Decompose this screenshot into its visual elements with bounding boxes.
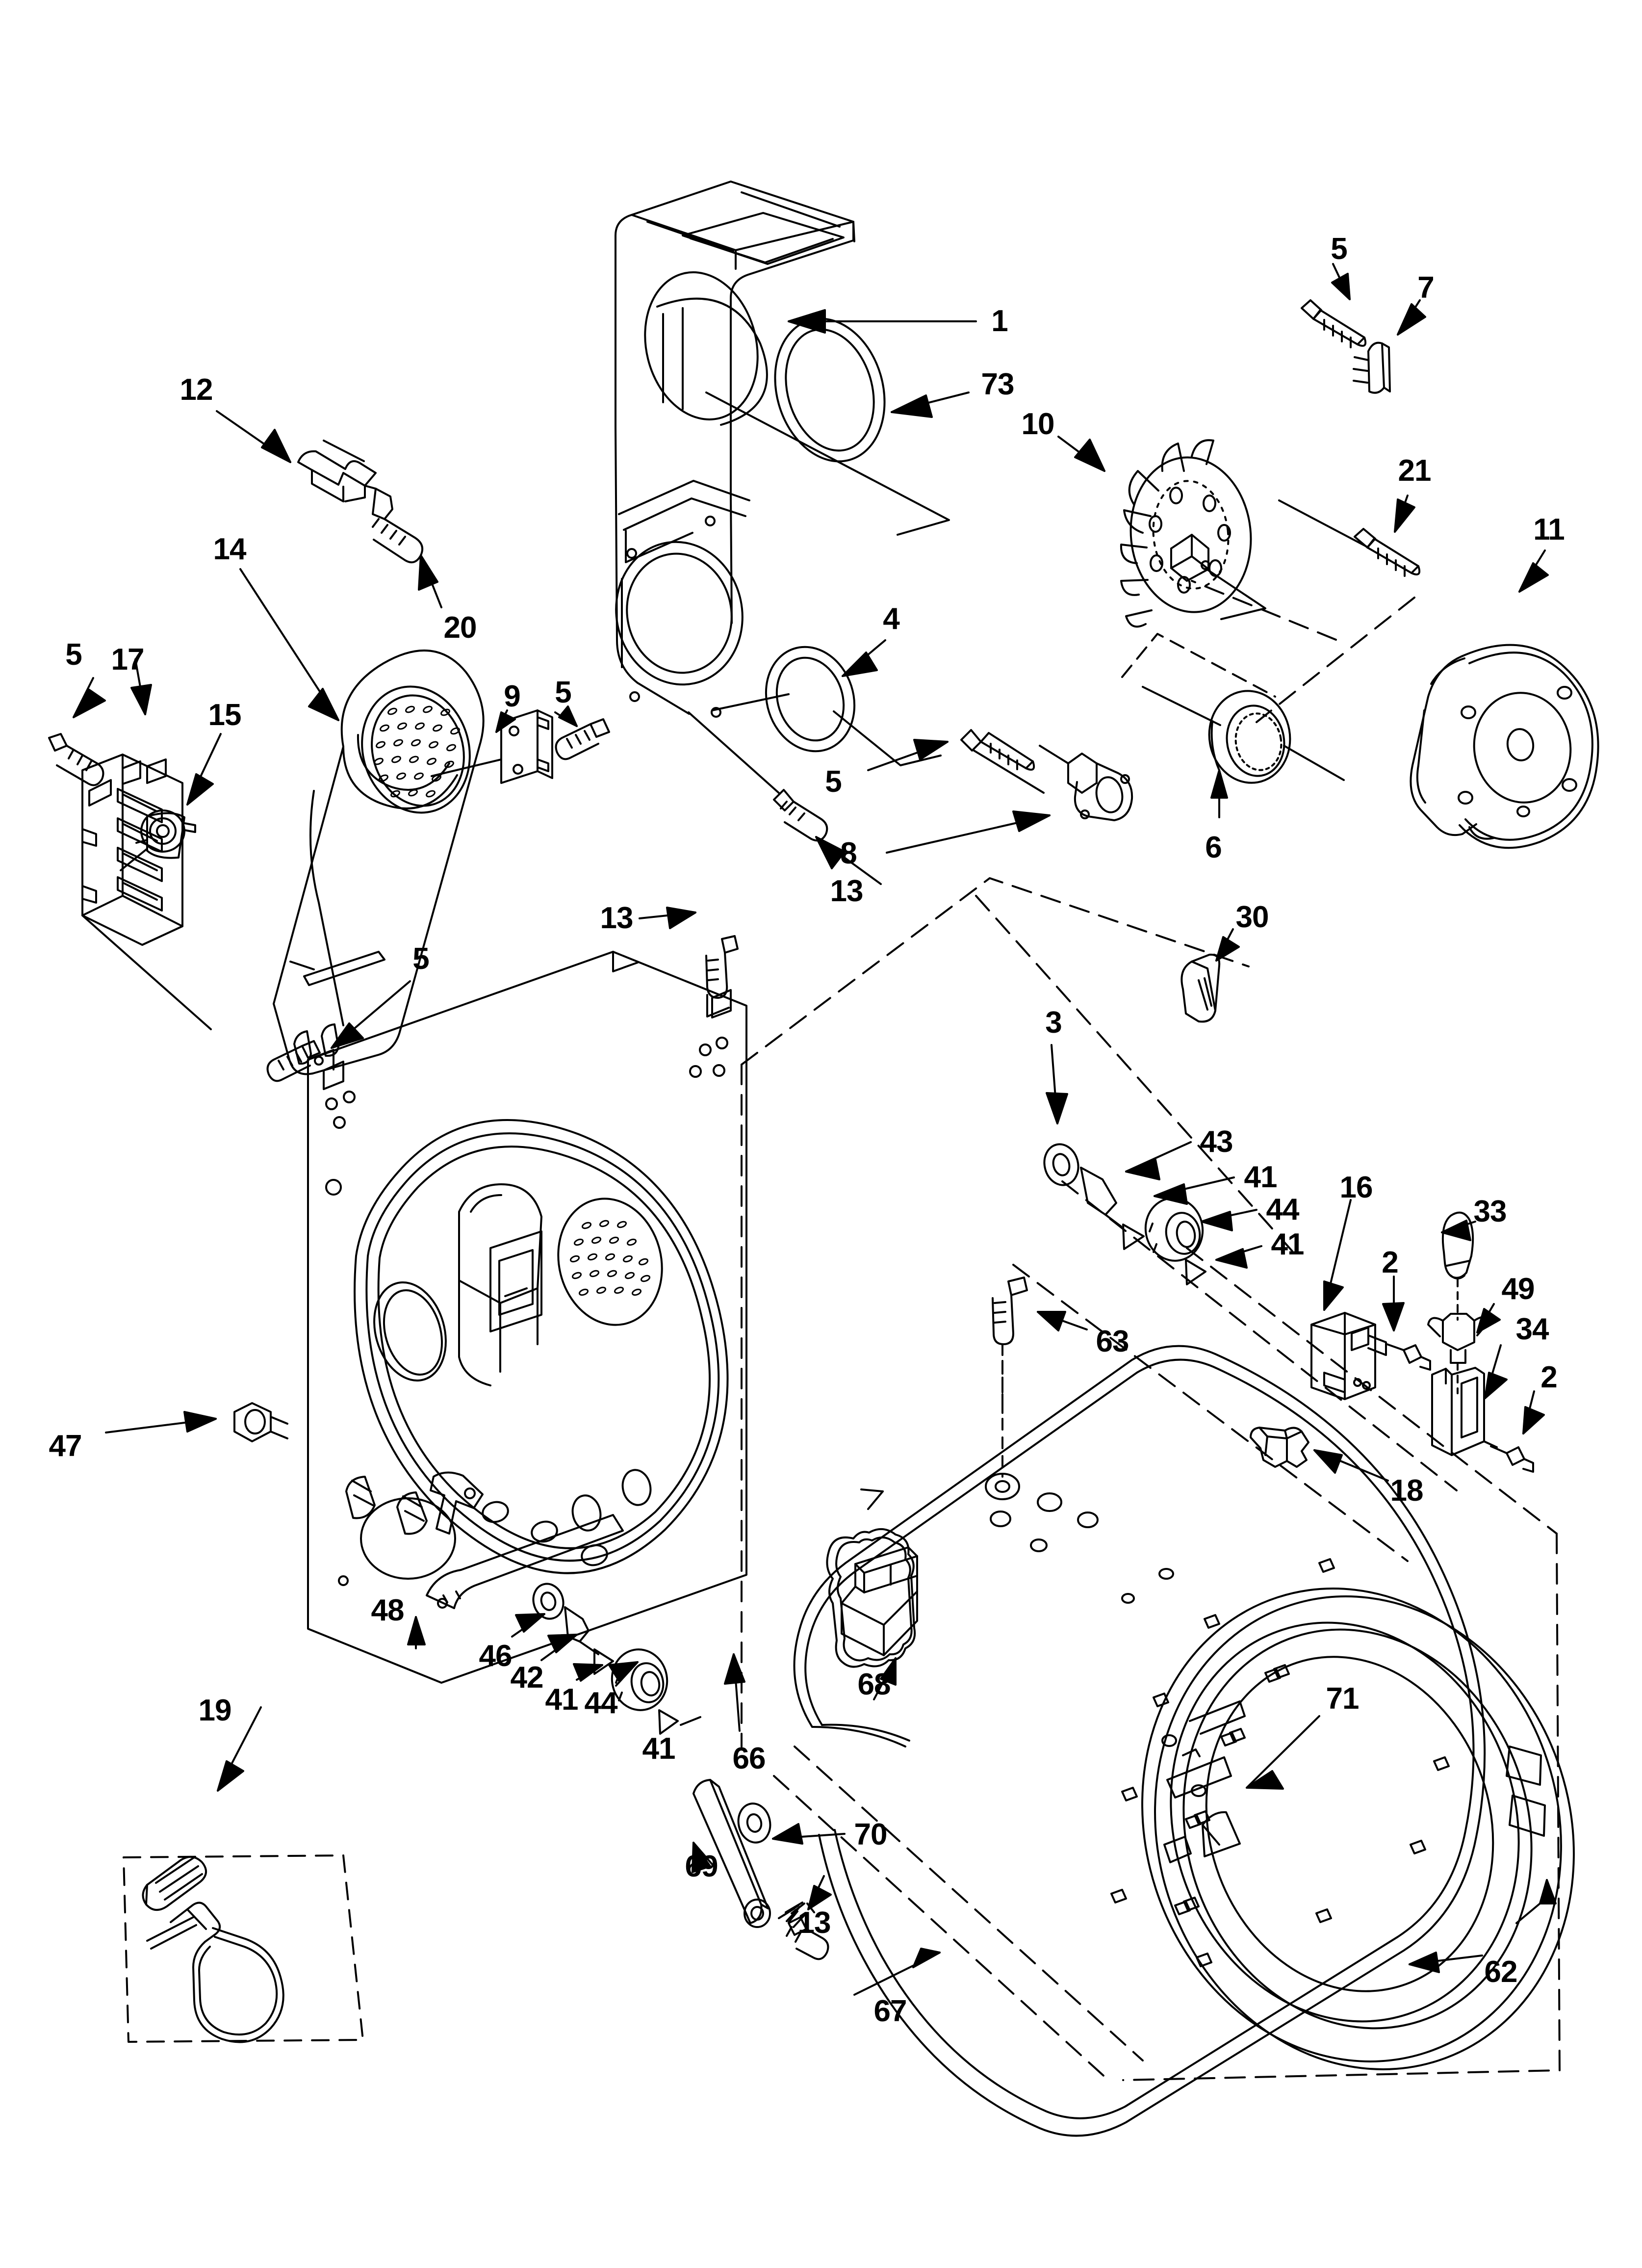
- callout-number-9: 9: [504, 679, 520, 713]
- callout-number-67: 67: [873, 1994, 907, 2028]
- callout-number-8: 8: [840, 836, 857, 870]
- callout-number-4: 4: [883, 602, 899, 636]
- fastener-13-panel: [639, 907, 739, 999]
- callout-number-70: 70: [854, 1818, 888, 1851]
- callout-number-41: 41: [1244, 1160, 1278, 1194]
- bracket-9: [431, 709, 553, 784]
- callout-number-41: 41: [1271, 1227, 1305, 1261]
- callout-number-66: 66: [732, 1742, 766, 1775]
- callout-number-21: 21: [1398, 454, 1432, 488]
- callout-number-5: 5: [555, 676, 571, 709]
- drum-rear-62: [1110, 1558, 1575, 2070]
- callout-number-49: 49: [1501, 1272, 1535, 1306]
- heater-element-17: [81, 658, 212, 1030]
- fastener-20: [364, 485, 442, 608]
- callout-number-2: 2: [1540, 1360, 1557, 1394]
- clip-18: [1250, 1427, 1389, 1482]
- fastener-5-panel: [266, 980, 411, 1082]
- callout-number-14: 14: [213, 532, 247, 566]
- socket-49: [1427, 1303, 1501, 1394]
- blower-wheel-10: [1057, 436, 1266, 628]
- roller-kit-lower: [511, 1583, 701, 1735]
- callout-number-5: 5: [1331, 232, 1347, 266]
- callout-number-44: 44: [584, 1686, 618, 1720]
- callout-number-33: 33: [1473, 1195, 1507, 1228]
- callout-number-11: 11: [1533, 513, 1565, 547]
- callout-number-10: 10: [1021, 407, 1055, 441]
- callout-number-68: 68: [857, 1668, 891, 1701]
- fastener-13-upper: [688, 711, 882, 885]
- clip-7: [1353, 299, 1426, 394]
- callout-number-63: 63: [1096, 1325, 1129, 1358]
- callout-number-34: 34: [1515, 1312, 1549, 1346]
- callout-number-62: 62: [1484, 1955, 1518, 1989]
- bearing-6: [1121, 633, 1345, 818]
- callout-number-42: 42: [510, 1661, 544, 1694]
- callout-number-43: 43: [1200, 1125, 1233, 1159]
- lamp-cover-34: [1431, 1344, 1508, 1456]
- fastener-21: [1278, 495, 1421, 577]
- callout-number-3: 3: [1045, 1006, 1062, 1040]
- callout-number-19: 19: [198, 1694, 232, 1727]
- terminal-block-16: [1310, 1199, 1387, 1400]
- callout-number-69: 69: [685, 1850, 718, 1883]
- construction-lines: [741, 580, 1561, 2081]
- fastener-63: [985, 1277, 1174, 1580]
- callout-number-41: 41: [642, 1732, 676, 1766]
- fastener-5-upper: [1301, 263, 1367, 348]
- callout-number-20: 20: [443, 611, 477, 645]
- callout-number-13: 13: [830, 874, 864, 908]
- roller-kit-upper: [1043, 1044, 1262, 1285]
- wedge-30: [1180, 928, 1240, 1023]
- clip-12: [216, 410, 377, 502]
- bulb-33: [1441, 1211, 1476, 1321]
- callout-number-46: 46: [479, 1639, 513, 1673]
- callout-number-1: 1: [991, 304, 1008, 338]
- callout-number-5: 5: [825, 765, 842, 799]
- nut-47: [105, 1402, 288, 1442]
- blower-housing-part-1: [615, 181, 977, 718]
- misc-leaders: [873, 1343, 1003, 1700]
- callout-number-41: 41: [545, 1683, 579, 1717]
- bulkhead-panel-48: [307, 951, 747, 1684]
- callout-number-48: 48: [371, 1593, 405, 1627]
- leader-66: [724, 1653, 745, 1732]
- harness-kit-19: [123, 1706, 364, 2043]
- callout-number-30: 30: [1235, 900, 1269, 934]
- fastener-5-bracket: [554, 705, 610, 760]
- fastener-5-mid: [867, 729, 1045, 794]
- callout-number-71: 71: [1326, 1682, 1360, 1716]
- fastener-2-block: [1382, 1276, 1431, 1371]
- callout-number-5: 5: [65, 638, 82, 672]
- callout-number-17: 17: [111, 643, 145, 677]
- shaft-assembly-69: [692, 1779, 846, 1960]
- blower-cover-11: [1410, 549, 1599, 849]
- callout-number-5: 5: [412, 942, 429, 976]
- callout-number-44: 44: [1266, 1193, 1300, 1226]
- callout-number-13: 13: [600, 901, 634, 935]
- thermostat-15: [120, 733, 222, 871]
- callout-number-12: 12: [180, 373, 213, 407]
- fastener-2-cover: [1490, 1390, 1545, 1473]
- callout-number-18: 18: [1390, 1474, 1424, 1508]
- seal-73: [705, 317, 970, 536]
- callout-number-7: 7: [1417, 271, 1434, 305]
- callout-number-47: 47: [49, 1429, 82, 1463]
- callout-number-6: 6: [1205, 831, 1222, 864]
- outlet-part-8: [886, 745, 1133, 854]
- callout-number-2: 2: [1382, 1246, 1398, 1279]
- gasket-4: [711, 639, 942, 766]
- callout-number-13: 13: [797, 1906, 831, 1940]
- callout-number-16: 16: [1339, 1171, 1373, 1204]
- fastener-5-left: [48, 677, 106, 786]
- callout-number-15: 15: [208, 698, 242, 732]
- callout-number-73: 73: [981, 367, 1015, 401]
- lint-duct-14: [239, 568, 485, 1075]
